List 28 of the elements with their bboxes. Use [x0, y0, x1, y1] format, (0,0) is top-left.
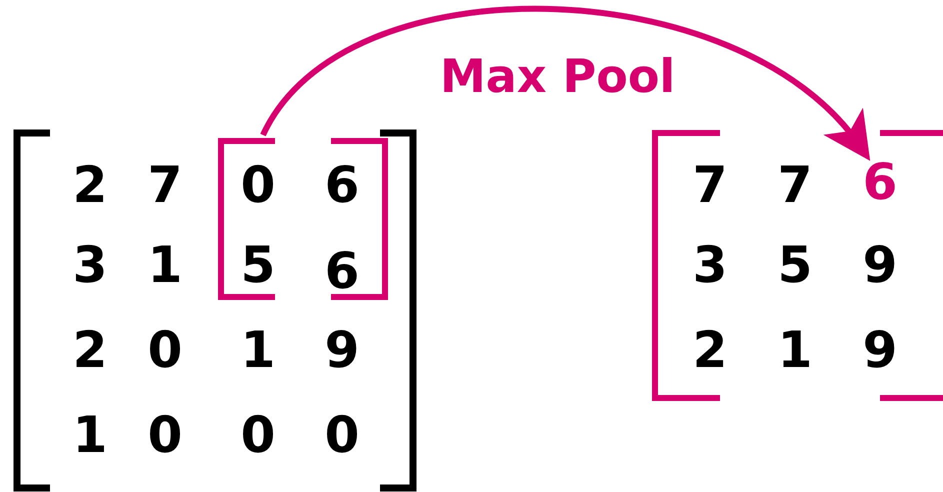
matrix-value: 6: [324, 243, 360, 299]
matrix-value: 3: [692, 237, 728, 293]
matrix-value: 7: [146, 157, 184, 213]
matrix-value: 2: [72, 157, 108, 213]
matrix-value: 9: [862, 237, 898, 293]
pooling-window: [218, 138, 388, 300]
matrix-value: 2: [692, 322, 728, 378]
matrix-value: 0: [146, 407, 184, 463]
matrix-value: 1: [146, 237, 184, 293]
matrix-value: 0: [240, 157, 276, 213]
matrix-value: 0: [146, 322, 184, 378]
matrix-value: 2: [72, 322, 108, 378]
matrix-value: 6: [324, 157, 360, 213]
arrow: [260, 6, 872, 160]
matrix-value: 0: [324, 407, 360, 463]
matrix-value: 7: [776, 157, 814, 213]
edge-label: Max Pool: [440, 48, 676, 104]
matrix-value: 1: [72, 407, 108, 463]
matrix-value: 7: [692, 157, 728, 213]
matrix-value: 9: [324, 322, 360, 378]
matrix-value: 1: [776, 322, 814, 378]
matrix-value: 0: [240, 407, 276, 463]
matrix-value: 5: [776, 237, 814, 293]
matrix-value: 9: [862, 322, 898, 378]
matrix-value: 3: [72, 237, 108, 293]
output-value: 6: [850, 152, 910, 212]
matrix-value: 1: [240, 322, 276, 378]
matrix-value: 5: [240, 237, 276, 293]
